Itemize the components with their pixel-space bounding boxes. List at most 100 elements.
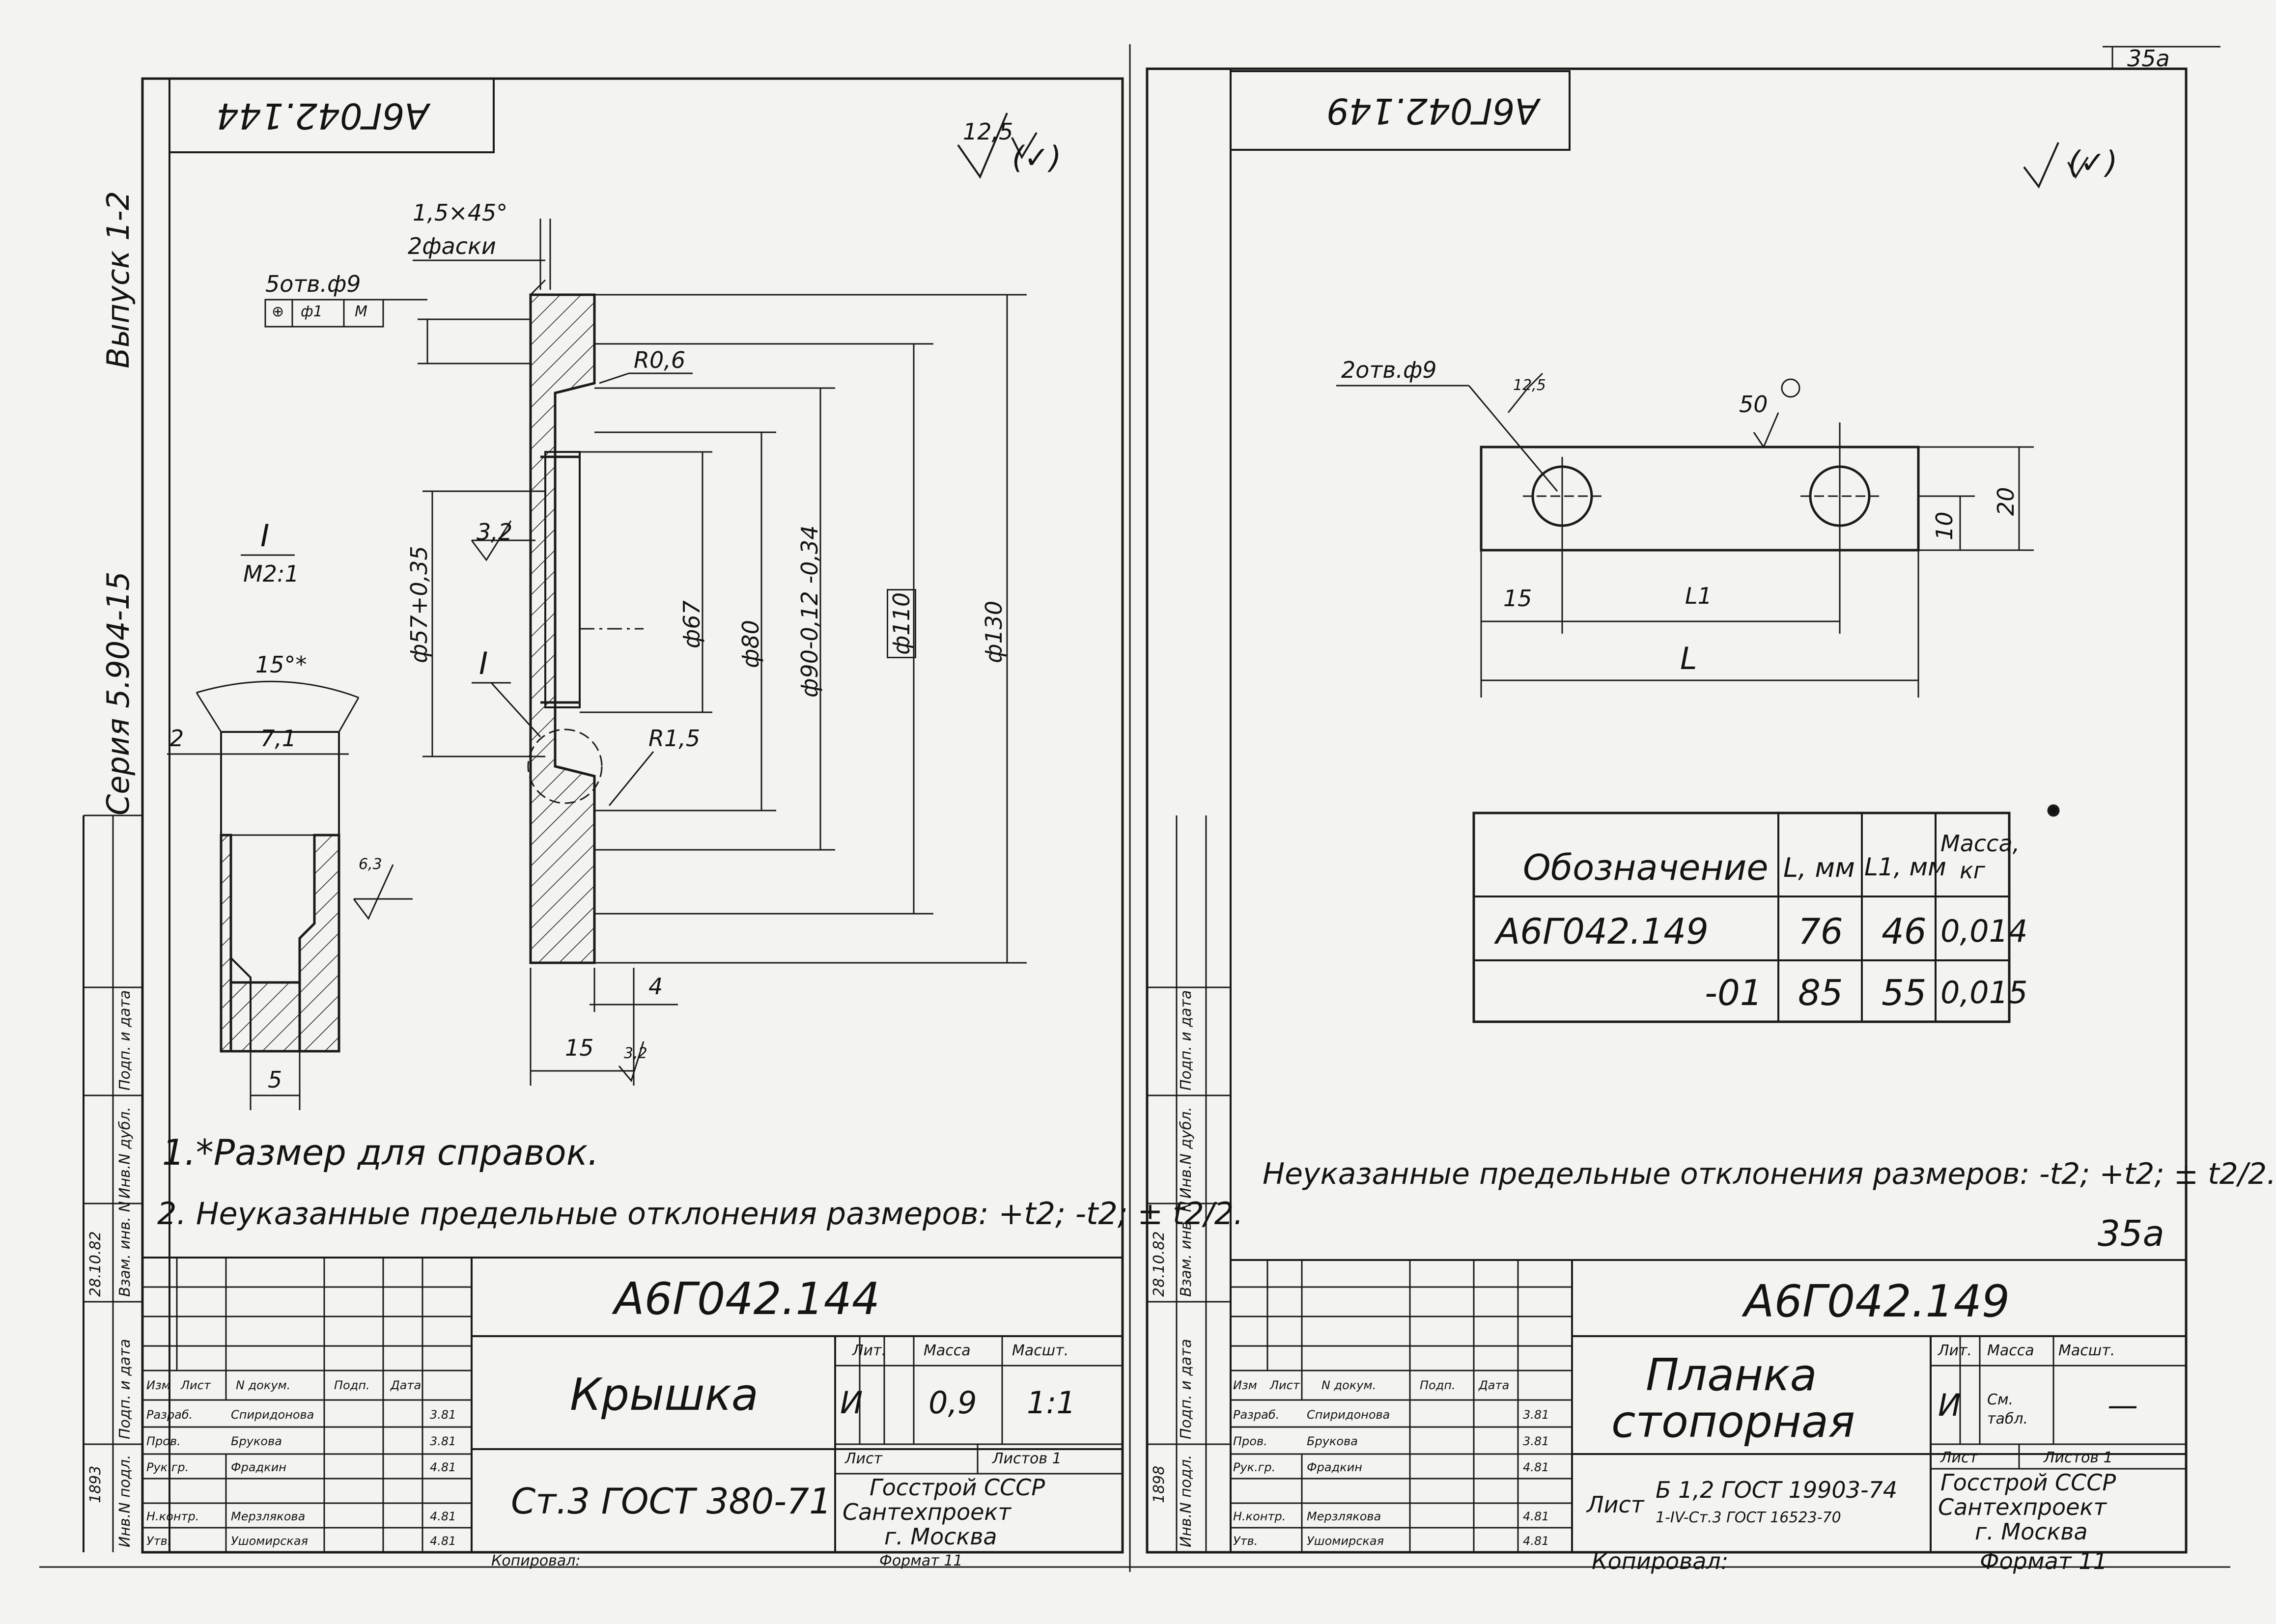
right-frame <box>1146 67 2188 1554</box>
left-format: Формат 11 <box>879 1552 963 1569</box>
right-row-0-date: 3.81 <box>1523 1408 1549 1422</box>
right-row-3-date: 4.81 <box>1523 1510 1549 1523</box>
left-row-1-name: Брукова <box>231 1434 282 1448</box>
left-note-1: 1.*Размер для справок. <box>162 1132 599 1173</box>
detail-title: I <box>260 518 270 554</box>
right-row-0-name: Спиридонова <box>1307 1408 1390 1422</box>
table-cell-1-3: 0,015 <box>1940 975 2028 1010</box>
right-material-1: Б 1,2 ГОСТ 19903-74 <box>1656 1477 1898 1503</box>
issue-label: Выпуск 1-2 <box>100 191 136 368</box>
left-row-1-role: Пров. <box>146 1434 181 1448</box>
left-row-0-role: Разраб. <box>146 1408 193 1422</box>
left-sheet: Лист <box>845 1450 883 1467</box>
label-radius-bottom: R1,5 <box>648 725 701 752</box>
left-row-3-date: 4.81 <box>430 1510 456 1523</box>
right-top-code: А6Г042.149 <box>1326 90 1539 132</box>
left-mass: 0,9 <box>928 1385 977 1421</box>
right-roughness-paren: (✓) <box>2068 144 2118 180</box>
detail-scale: M2:1 <box>243 560 299 587</box>
series-label: Серия 5.904-15 <box>100 571 136 815</box>
label-dia-67: ф67 <box>678 600 705 648</box>
left-lit: И <box>840 1385 863 1421</box>
stamp-dup-label-right: Инв.N дубл. <box>1178 1107 1195 1199</box>
stamp-sign2-label: Подп. и дата <box>116 990 134 1091</box>
left-top-code: А6Г042.144 <box>216 95 429 137</box>
table-cell-1-2: 55 <box>1882 972 1927 1013</box>
left-row-2-name: Фрадкин <box>231 1460 286 1474</box>
plate-holes: 2отв.ф9 <box>1341 357 1437 383</box>
right-material-label: Лист <box>1587 1491 1644 1518</box>
label-holes: 5отв.ф9 <box>265 271 361 297</box>
detail-dim-2: 2 <box>169 725 184 752</box>
right-row-2-role: Рук.гр. <box>1233 1460 1276 1474</box>
right-sheet: Лист <box>1940 1449 1978 1466</box>
table-cell-0-2: 46 <box>1882 911 1927 952</box>
left-row-4-role: Утв. <box>146 1534 171 1548</box>
right-row-4-date: 4.81 <box>1523 1534 1549 1548</box>
plate-dim-L1: L1 <box>1685 583 1712 609</box>
label-roughness-side: 3,2 <box>624 1045 647 1062</box>
right-head-col-4: Дата <box>1479 1378 1510 1392</box>
right-note: Неуказанные предельные отклонения размер… <box>1263 1157 2276 1191</box>
left-scale: 1:1 <box>1027 1385 1076 1421</box>
label-dia-90: ф90-0,12 -0,34 <box>796 525 823 698</box>
right-row-1-name: Брукова <box>1307 1434 1358 1448</box>
left-row-4-date: 4.81 <box>430 1534 456 1548</box>
left-row-3-role: Н.контр. <box>146 1510 199 1523</box>
detail-angle: 15°* <box>255 651 307 678</box>
right-row-4-role: Утв. <box>1233 1534 1258 1548</box>
left-roughness-paren: (✓) <box>1012 140 1062 175</box>
left-row-1-date: 3.81 <box>430 1434 456 1448</box>
label-dia-130: ф130 <box>981 600 1007 663</box>
left-head-col-3: Подп. <box>334 1378 370 1392</box>
left-row-3-name: Мерзлякова <box>231 1510 306 1523</box>
right-title-code: А6Г042.149 <box>1744 1276 2010 1327</box>
left-org-1: Госстрой СССР <box>870 1474 1045 1501</box>
label-position-mod: М <box>355 303 367 320</box>
left-org-2: Сантехпроект <box>843 1499 1012 1525</box>
right-org-3: г. Москва <box>1975 1518 2088 1545</box>
right-row-3-name: Мерзлякова <box>1307 1510 1381 1523</box>
left-material: Ст.3 ГОСТ 380-71 <box>511 1481 832 1522</box>
left-head-col-4: Дата <box>391 1378 421 1392</box>
label-thick-4: 4 <box>648 973 663 1000</box>
plate-dim-20: 20 <box>1993 487 2019 516</box>
left-head-col-0: Изм <box>146 1378 170 1392</box>
stamp-sign-label: Подп. и дата <box>116 1339 134 1439</box>
label-chamfer: 1,5×45° <box>413 199 508 226</box>
right-mass: См. табл. <box>1987 1391 2028 1428</box>
stamp-replace-label: Взам. инв. N <box>116 1201 134 1297</box>
detail-dim-7: 7,1 <box>260 725 297 752</box>
stamp-inv-label: Инв.N подл. <box>116 1455 134 1547</box>
left-org-3: г. Москва <box>884 1523 997 1550</box>
table-cell-0-1: 76 <box>1798 911 1843 952</box>
table-header-3: Масса, кг <box>1940 830 2020 884</box>
stamp-date-right: 28.10.82 <box>1151 1231 1168 1297</box>
label-radius-top: R0,6 <box>634 347 686 373</box>
right-part-name-1: Планка <box>1646 1349 1817 1401</box>
right-row-4-name: Ушомирская <box>1307 1534 1384 1548</box>
plate-dim-15: 15 <box>1503 585 1532 612</box>
right-row-1-date: 3.81 <box>1523 1434 1549 1448</box>
plate-outline <box>1480 446 1920 552</box>
label-dia-57: ф57+0,35 <box>406 546 432 663</box>
right-head-col-3: Подп. <box>1420 1378 1456 1392</box>
left-row-2-role: Рук.гр. <box>146 1460 189 1474</box>
table-cell-1-0: -01 <box>1705 972 1763 1013</box>
right-row-3-role: Н.контр. <box>1233 1510 1286 1523</box>
stamp-sign2-label-right: Подп. и дата <box>1178 990 1195 1091</box>
right-row-2-date: 4.81 <box>1523 1460 1549 1474</box>
plate-dim-L: L <box>1680 641 1697 676</box>
label-position-symbol: ⊕ <box>272 303 284 320</box>
right-head-col-1: Лист <box>1270 1378 1300 1392</box>
detail-dim-5: 5 <box>268 1066 282 1093</box>
left-copied: Копировал: <box>491 1552 581 1569</box>
left-row-4-name: Ушомирская <box>231 1534 309 1548</box>
label-dia-110: ф110 <box>887 588 916 658</box>
left-row-0-date: 3.81 <box>430 1408 456 1422</box>
left-scale-header: Масшт. <box>1012 1342 1069 1359</box>
right-sheets: Листов 1 <box>2044 1449 2113 1466</box>
stamp-date: 28.10.82 <box>87 1231 104 1297</box>
